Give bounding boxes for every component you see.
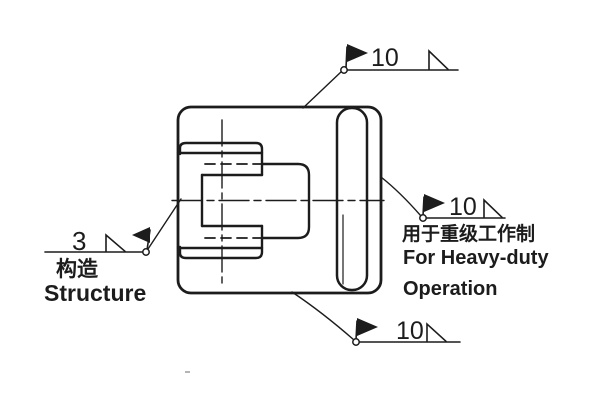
field-weld-flag-icon <box>132 227 150 243</box>
right-caption-en-line1: For Heavy-duty <box>403 247 549 269</box>
weld-all-around-circle-icon <box>419 214 427 222</box>
field-weld-flag-icon <box>357 318 378 336</box>
weld-size-label-top: 10 <box>371 44 399 72</box>
top-flange-outline <box>178 141 264 177</box>
left-caption-en: Structure <box>44 280 146 306</box>
right-caption-en-line2: Operation <box>403 278 497 300</box>
leader-line <box>147 198 182 250</box>
flag-pole <box>345 46 348 69</box>
bottom-flange-outline <box>178 224 264 260</box>
scan-artifact-dot <box>185 371 190 373</box>
weld-all-around-circle-icon <box>352 338 360 346</box>
flag-pole <box>422 196 425 217</box>
fillet-weld-symbol-icon <box>105 233 126 253</box>
right-caption-zh: 用于重级工作制 <box>402 222 535 245</box>
weld-callout-top <box>302 44 459 109</box>
weld-all-around-circle-icon <box>142 248 150 256</box>
weld-callout-left <box>44 198 182 256</box>
weld-callout-bottom <box>291 291 461 346</box>
leader-line <box>291 291 355 341</box>
weld-all-around-circle-icon <box>340 66 348 74</box>
fillet-weld-symbol-icon <box>428 49 449 71</box>
left-caption-zh: 构造 <box>56 257 99 281</box>
field-weld-flag-icon <box>424 194 445 212</box>
leader-line <box>302 70 343 109</box>
weld-size-label-bottom: 10 <box>396 317 424 345</box>
weld-size-label-left: 3 <box>72 226 86 256</box>
field-weld-flag-icon <box>347 44 368 62</box>
flag-pole <box>355 320 358 341</box>
weld-size-label-right: 10 <box>449 193 477 221</box>
side-plate-outline <box>335 106 369 292</box>
center-block-outline <box>260 162 311 240</box>
fillet-weld-symbol-icon <box>426 322 447 343</box>
leader-line <box>380 176 422 217</box>
fillet-weld-symbol-icon <box>483 198 503 219</box>
weld-callout-right <box>380 176 506 222</box>
